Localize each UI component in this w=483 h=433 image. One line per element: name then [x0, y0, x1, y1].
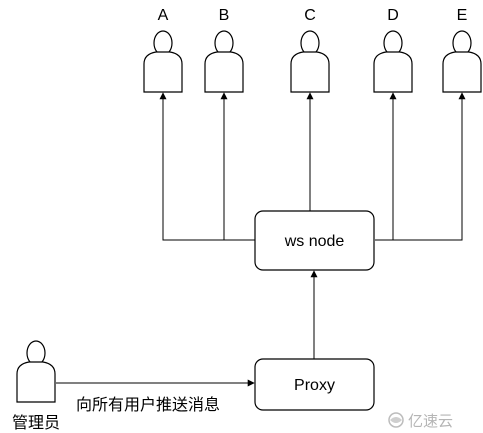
user-b-icon: [204, 30, 244, 93]
edge-to-a: [159, 92, 255, 241]
watermark-text: 亿速云: [408, 413, 453, 430]
user-a-label: A: [158, 7, 169, 24]
user-b-label: B: [219, 7, 230, 24]
admin-icon: [16, 340, 56, 403]
ws-node-label: ws node: [284, 233, 345, 250]
edge-label: 向所有用户推送消息: [76, 396, 220, 414]
ws-node: ws node: [254, 210, 375, 271]
user-d-label: D: [387, 7, 399, 24]
admin: 管理员: [12, 340, 60, 432]
user-b: B: [204, 7, 244, 93]
user-c-label: C: [304, 7, 316, 24]
user-a: A: [143, 7, 183, 93]
user-e: E: [442, 7, 482, 93]
admin-label: 管理员: [12, 414, 60, 432]
user-c-icon: [290, 30, 330, 93]
user-d: D: [373, 7, 413, 93]
watermark-logo-icon: [388, 412, 404, 428]
edge-to-e: [393, 92, 466, 241]
proxy-label: Proxy: [294, 377, 335, 394]
watermark: 亿速云: [388, 412, 453, 430]
user-d-icon: [373, 30, 413, 93]
edge-to-d: [375, 92, 397, 241]
fanout-edges: [159, 92, 466, 241]
user-c: C: [290, 7, 330, 93]
user-a-icon: [143, 30, 183, 93]
user-e-label: E: [457, 7, 468, 24]
user-e-icon: [442, 30, 482, 93]
proxy-node: Proxy: [254, 358, 375, 411]
